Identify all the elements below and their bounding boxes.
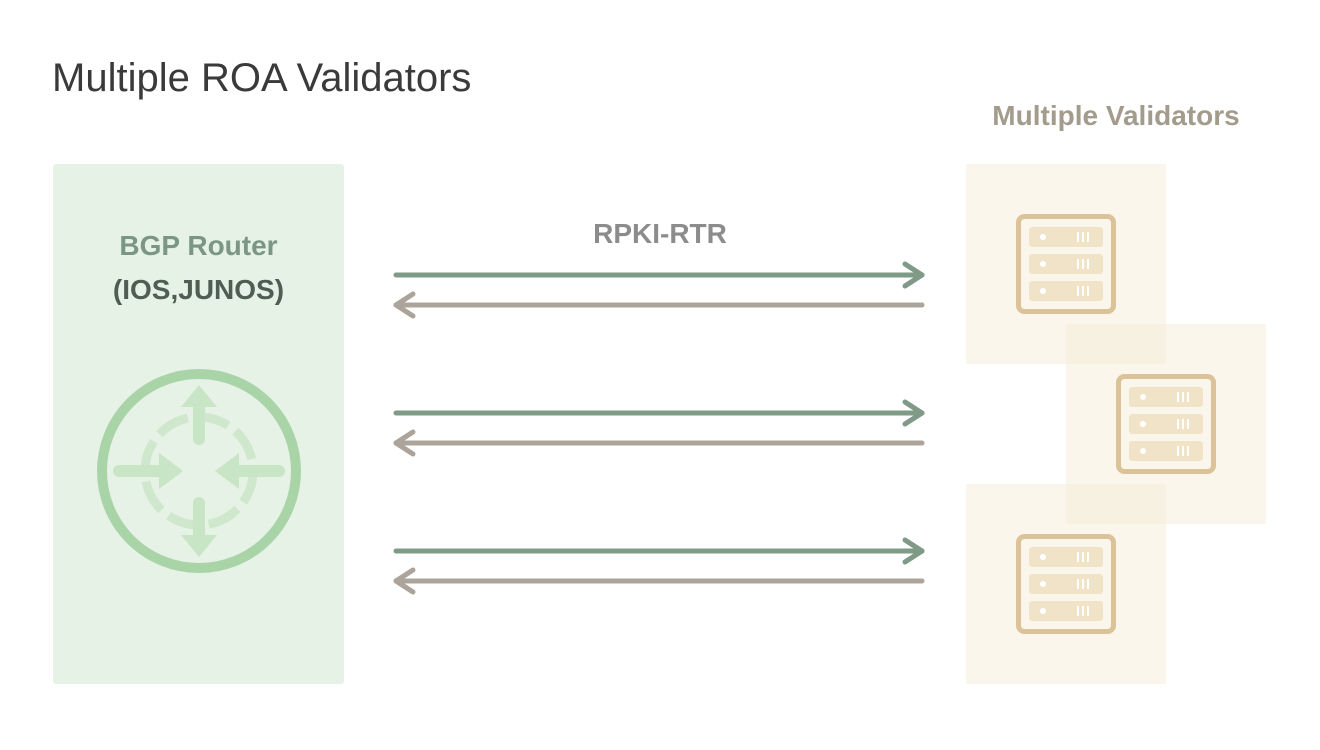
router-os: (IOS,JUNOS) — [112, 274, 285, 305]
arrow-from-validator-2 — [393, 429, 925, 457]
router-icon — [97, 369, 301, 573]
arrow-to-validator-1 — [393, 261, 925, 289]
validator-1 — [966, 164, 1166, 364]
router-name: BGP Router — [119, 230, 278, 261]
server-icon — [1016, 214, 1116, 314]
connection-2 — [393, 399, 925, 457]
server-icon — [1116, 374, 1216, 474]
server-icon — [1016, 534, 1116, 634]
arrow-to-validator-3 — [393, 537, 925, 565]
bgp-router-panel: BGP Router (IOS,JUNOS) — [53, 164, 344, 684]
connection-1 — [393, 261, 925, 319]
protocol-label: RPKI-RTR — [593, 218, 727, 249]
validator-2 — [1066, 324, 1266, 524]
validator-3 — [966, 484, 1166, 684]
validators-heading: Multiple Validators — [992, 100, 1240, 131]
page-title: Multiple ROA Validators — [52, 56, 472, 100]
arrow-from-validator-3 — [393, 567, 925, 595]
arrow-to-validator-2 — [393, 399, 925, 427]
arrow-from-validator-1 — [393, 291, 925, 319]
connection-3 — [393, 537, 925, 595]
